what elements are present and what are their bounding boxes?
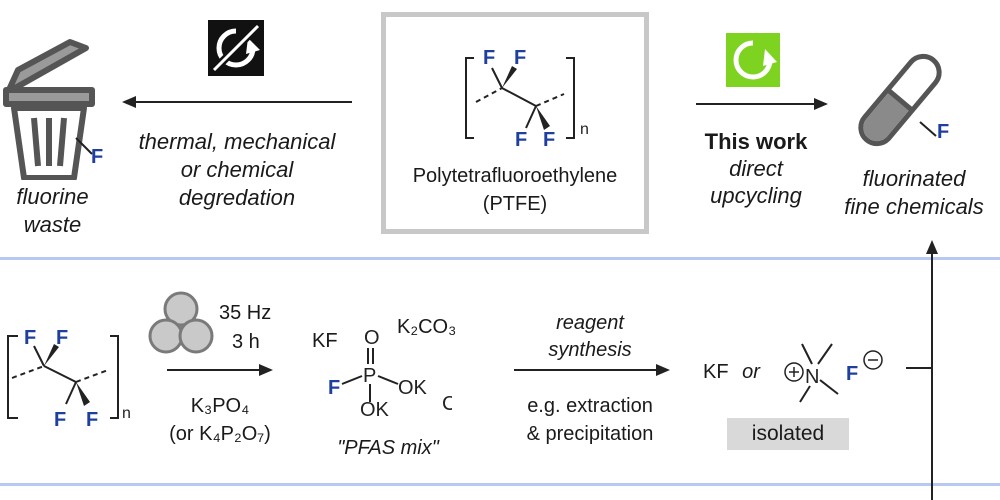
ptfe-structure-top: F F F F n (465, 47, 589, 151)
product-kf: KF or (703, 361, 760, 384)
reagent-alt: (or K₄P₂O₇) (169, 423, 271, 445)
ammonium-n: N (805, 366, 819, 388)
mix-p: P (363, 365, 376, 387)
mix-ok-1: OK (398, 377, 428, 399)
milling-reagent: K₃PO₄ (or K₄P₂O₇) (150, 392, 290, 448)
ptfe-name: Polytetrafluoroethylene (PTFE) (386, 162, 644, 218)
product-line1: fluorinated (862, 166, 966, 191)
phosphate-structure: O P F OK OK C (328, 327, 452, 421)
mix-ok-2: OK (360, 399, 390, 421)
degradation-arrow (122, 96, 352, 108)
synthesis-line3: e.g. extraction (527, 395, 653, 417)
bottom-ptfe-n: n (122, 405, 131, 422)
bottom-ptfe-f-2: F (56, 327, 68, 349)
product-kf-text: KF (703, 361, 729, 383)
ptfe-f-2: F (514, 47, 526, 69)
recycle-icon (726, 33, 780, 87)
degradation-line2: or chemical (180, 157, 294, 182)
degradation-line3: degredation (178, 185, 296, 210)
synthesis-top: reagent synthesis (505, 310, 675, 364)
product-or: or (742, 361, 760, 383)
synthesis-line2: synthesis (548, 339, 632, 361)
bottom-ptfe-f-3: F (54, 409, 66, 431)
upcycling-arrow (696, 98, 828, 110)
ptfe-f-3: F (515, 129, 527, 151)
mix-f: F (328, 377, 340, 399)
ptfe-f-4: F (543, 129, 555, 151)
mix-k2co3: K₂CO₃ (397, 316, 457, 338)
synthesis-arrow (514, 364, 670, 376)
trash-can-icon (3, 39, 95, 180)
separator-top (0, 257, 1000, 260)
milling-arrow (167, 364, 273, 376)
return-arrow (906, 240, 938, 500)
this-work-label: This work direct upcycling (684, 128, 828, 209)
this-work-line1: direct (729, 156, 783, 181)
frequency: 35 Hz (219, 302, 272, 324)
ptfe-structure-bottom: F F F F n (7, 327, 131, 431)
isolated-badge: isolated (727, 418, 849, 450)
waste-line2: waste (23, 212, 82, 237)
ammonium-f: F (846, 363, 858, 385)
product-label: fluorinated fine chemicals (828, 165, 1000, 221)
separator-bottom (0, 483, 1000, 486)
tetramethylammonium-fluoride: N F (784, 343, 883, 403)
waste-label: fluorine waste (0, 183, 105, 239)
ptfe-n: n (580, 121, 589, 138)
bottom-ptfe-f-1: F (24, 327, 36, 349)
waste-f-label: F (91, 146, 104, 168)
mix-o: O (364, 327, 380, 349)
pill-capsule-icon (858, 53, 942, 147)
mix-c: C (442, 393, 452, 415)
synthesis-bottom: e.g. extraction & precipitation (500, 392, 680, 448)
ptfe-f-1: F (483, 47, 495, 69)
degradation-label: thermal, mechanical or chemical degredat… (112, 128, 362, 212)
this-work-line2: upcycling (710, 183, 802, 208)
synthesis-line4: & precipitation (526, 423, 654, 445)
ptfe-box (381, 12, 649, 234)
product-line2: fine chemicals (844, 194, 984, 219)
pfas-mix-label: "PFAS mix" (337, 437, 439, 459)
this-work-title: This work (704, 129, 808, 154)
duration: 3 h (232, 331, 260, 353)
synthesis-line1: reagent (556, 312, 624, 334)
reagent-main: K₃PO₄ (190, 395, 250, 417)
ptfe-name-line: Polytetrafluoroethylene (412, 165, 618, 187)
bottom-ptfe-f-4: F (86, 409, 98, 431)
product-f-label: F (937, 121, 950, 143)
mix-kf-text: KF (312, 330, 338, 352)
mix-kf: KF (312, 330, 338, 353)
degradation-line1: thermal, mechanical (138, 129, 336, 154)
ball-mill-icon (148, 291, 214, 354)
ptfe-abbr: (PTFE) (482, 193, 548, 215)
waste-line1: fluorine (16, 184, 89, 209)
no-recycle-icon (208, 20, 264, 76)
